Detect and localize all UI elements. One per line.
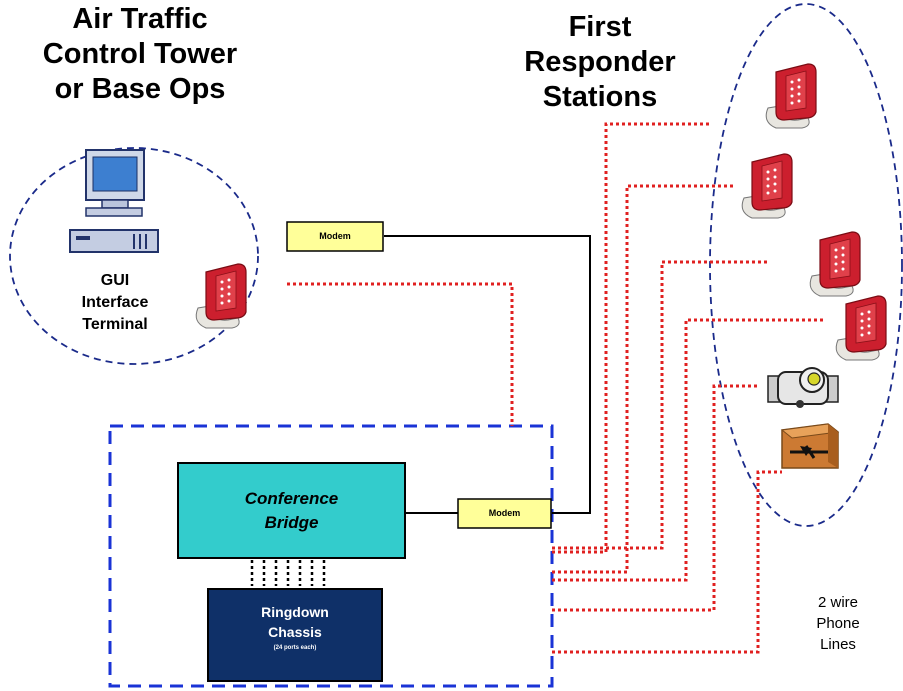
atc-station-boundary [9,147,259,365]
ringdown-chassis-label: Ringdown Chassis [261,604,329,640]
siren-icon [767,367,839,408]
atc-title: Air Traffic Control Tower or Base Ops [42,3,238,105]
ringdown-chassis-box [207,588,383,682]
atc-phone-icon [195,263,247,329]
first-responder-boundary [709,3,903,527]
responder-phone-3-icon [809,231,861,297]
responder-phone-4-icon [835,295,887,361]
conference-bridge-label: Conference Bridge [244,489,339,532]
equipment-enclosure [108,424,554,688]
alarm-horn-icon [780,423,840,469]
modem-bottom-box [457,498,552,529]
modem-top-label: Modem [319,231,351,241]
phone-lines-label: 2 wire Phone Lines [816,594,860,653]
gui-terminal-label: GUI Interface Terminal [81,272,149,333]
bridge-chassis-link [250,560,326,586]
conference-bridge-box [177,462,406,559]
responder-phone-2-icon [741,153,793,219]
modem-bottom-label: Modem [488,508,521,518]
computer-terminal-icon [69,149,159,253]
modem-links [384,235,591,514]
ringdown-ports-note: (24 ports each) [273,645,317,651]
responder-phone-1-icon [765,63,817,129]
phone-lines [287,122,826,654]
modem-top-box [286,221,384,252]
first-responder-title: First Responder Stations [524,11,676,113]
